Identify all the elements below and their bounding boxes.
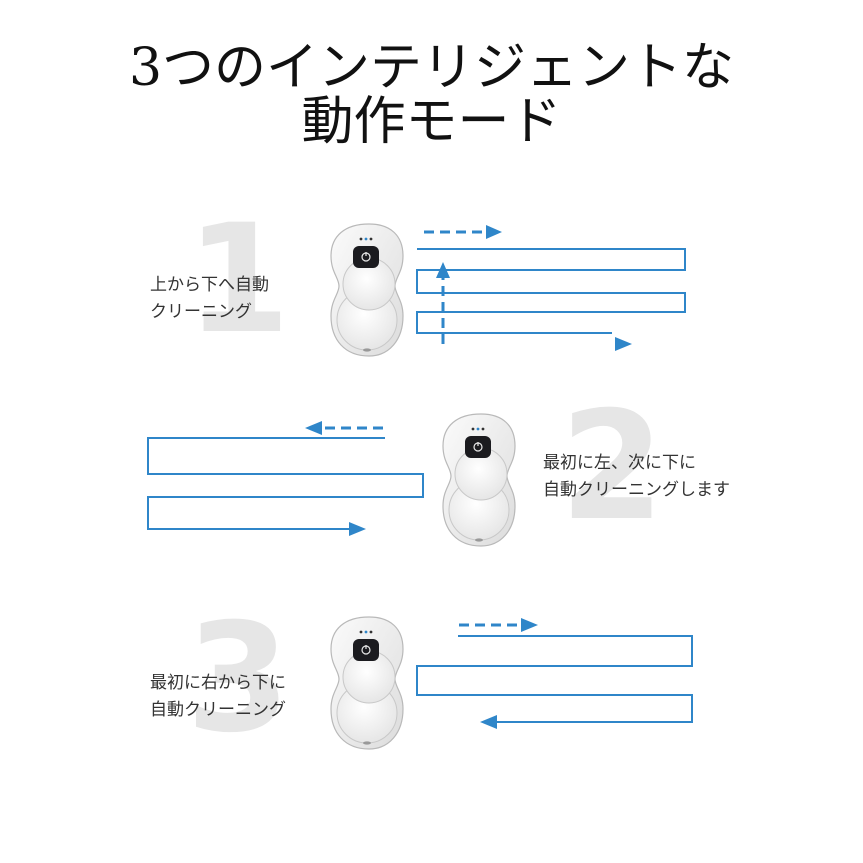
- page-title-line-2: 動作モード: [301, 92, 562, 152]
- mode-3-number: 3: [186, 592, 291, 766]
- mode-2-path: [147, 426, 424, 530]
- arrow-left-icon: [480, 715, 497, 729]
- mode-2-line-1: 最初に左、次に下に: [543, 453, 696, 473]
- arrow-up-icon: [436, 262, 450, 278]
- arrow-right-icon: [521, 618, 538, 632]
- mode-1-description: 上から下へ自動 クリーニング: [150, 272, 269, 326]
- mode-3-line-2: 自動クリーニング: [150, 700, 286, 720]
- mode-1-path: [416, 230, 686, 344]
- mode-2-number: 2: [560, 380, 665, 554]
- mode-3-path: [416, 623, 693, 723]
- mode-3-description: 最初に右から下に 自動クリーニング: [150, 670, 286, 724]
- robot-image-1: [330, 223, 404, 357]
- page-title-line-1: 3つのインテリジェントな: [128, 38, 735, 98]
- mode-2-description: 最初に左、次に下に 自動クリーニングします: [543, 450, 730, 504]
- mode-1-line-2: クリーニング: [150, 302, 252, 322]
- arrow-left-icon: [305, 421, 322, 435]
- arrow-right-icon: [349, 522, 366, 536]
- arrow-right-icon: [615, 337, 632, 351]
- robot-image-3: [330, 616, 404, 750]
- mode-2-line-2: 自動クリーニングします: [543, 480, 730, 500]
- mode-1-number: 1: [186, 193, 291, 367]
- arrow-right-icon: [486, 225, 502, 239]
- mode-3-line-1: 最初に右から下に: [150, 673, 286, 693]
- mode-1-line-1: 上から下へ自動: [150, 275, 269, 295]
- robot-image-2: [442, 413, 516, 547]
